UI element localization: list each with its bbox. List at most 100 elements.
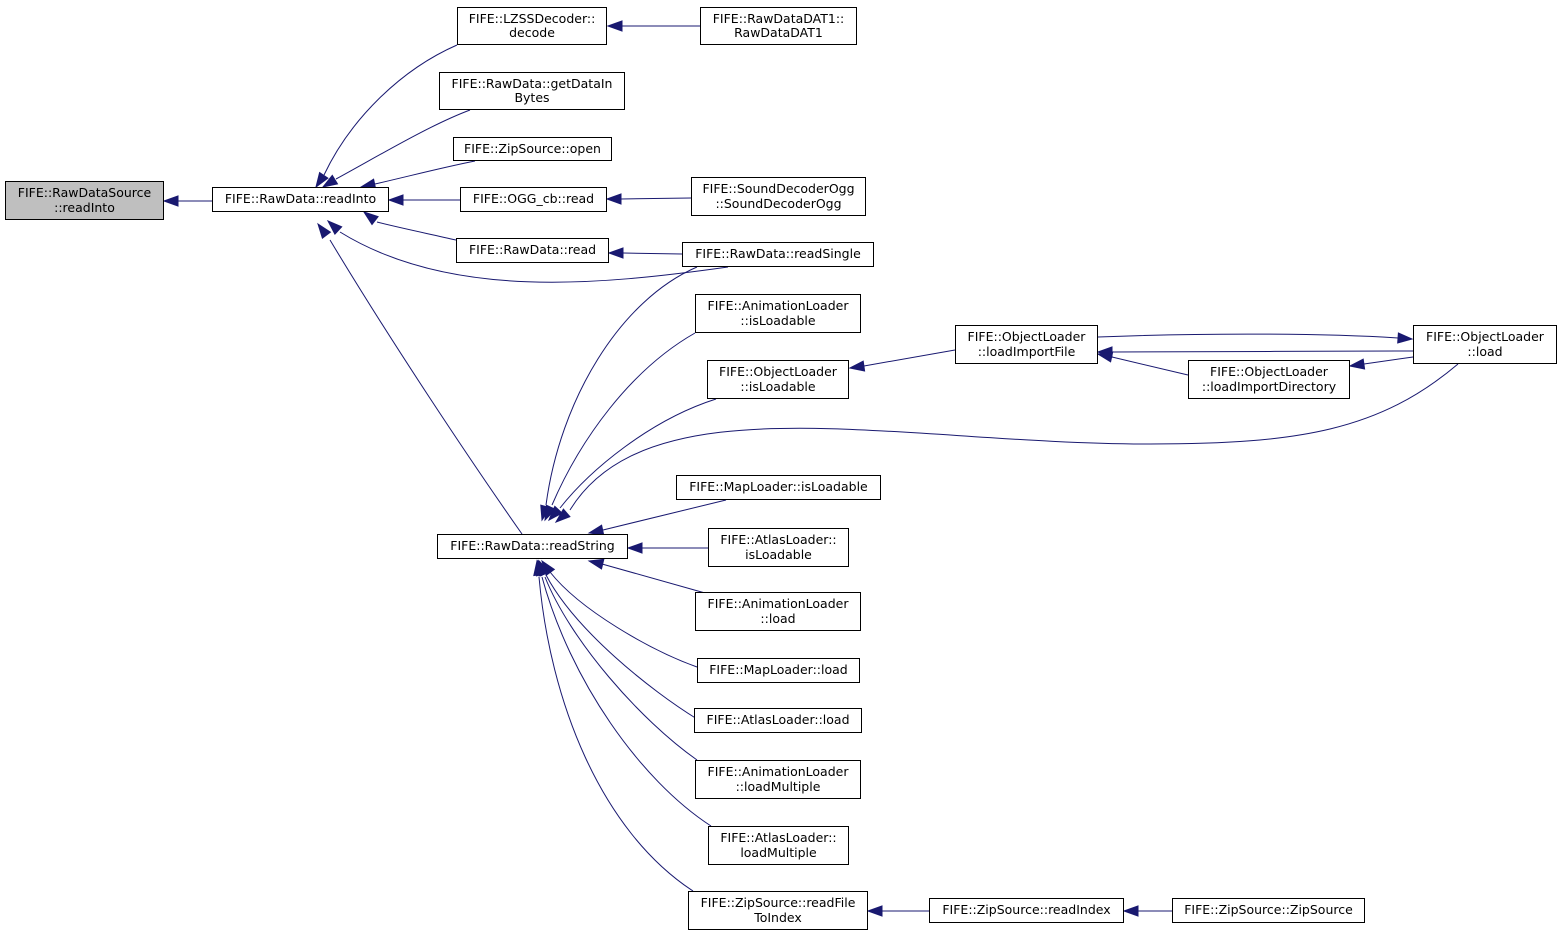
node-anim-load[interactable]: FIFE::AnimationLoader::load — [695, 592, 861, 631]
node-label-line: FIFE::ZipSource::open — [464, 140, 601, 156]
edge-zip_readfile-to-rd_readstring — [538, 576, 694, 892]
node-label-line: FIFE::RawDataSource — [17, 185, 152, 200]
edge-rd_readsingle-to-rd_read — [622, 252, 683, 255]
arrowhead-anim_isloadable-to-rd_readstring — [544, 504, 557, 522]
node-obj-importfile[interactable]: FIFE::ObjectLoader::loadImportFile — [955, 325, 1098, 364]
arrowhead-obj_load-to-obj_importdir — [1348, 358, 1366, 370]
node-label-line: FIFE::ObjectLoader — [967, 329, 1086, 344]
arrowhead-obj_load-to-rd_readstring — [554, 508, 571, 523]
node-label-line: FIFE::OGG_cb::read — [472, 191, 595, 207]
node-zip-ctor[interactable]: FIFE::ZipSource::ZipSource — [1172, 898, 1365, 923]
node-label-line: FIFE::RawData::getDataIn — [451, 75, 613, 91]
node-label-line: FIFE::AtlasLoader::load — [706, 712, 850, 728]
node-label-line: FIFE::ZipSource::ZipSource — [1184, 902, 1353, 918]
node-rd-readinto[interactable]: FIFE::RawData::readInto — [212, 187, 389, 212]
node-label-line: ::isLoadable — [740, 378, 816, 394]
node-label-line: ::loadMultiple — [735, 778, 821, 794]
arrowhead-rd_readinto-to-rds_readinto — [162, 195, 179, 207]
edge-rd_readsingle-to-rd_readstring — [545, 266, 698, 506]
node-rds-readinto[interactable]: FIFE::RawDataSource::readInto — [5, 181, 164, 220]
node-atlas-load[interactable]: FIFE::AtlasLoader::load — [694, 708, 862, 733]
edge-rd_readsingle-to-rd_readinto — [339, 231, 729, 283]
arrowhead-lzss_decode-to-rd_readinto — [315, 171, 329, 189]
edge-obj_importfile-to-obj_load — [1097, 333, 1399, 339]
node-label-line: FIFE::ZipSource::readIndex — [942, 902, 1111, 918]
node-label-line: FIFE::MapLoader::isLoadable — [689, 479, 868, 495]
node-label-line: FIFE::RawData::read — [468, 242, 597, 258]
node-label-line: FIFE::AnimationLoader — [707, 764, 849, 779]
arrowhead-rdd1_ctor-to-lzss_decode — [606, 20, 623, 32]
arrowhead-zip_readfile-to-rd_readstring — [533, 559, 545, 577]
arrowhead-atlas_isloadable-to-rd_readstring — [626, 542, 643, 554]
node-label-line: FIFE::MapLoader::load — [709, 662, 848, 678]
node-rd-readstring[interactable]: FIFE::RawData::readString — [437, 534, 628, 559]
node-label-line: FIFE::SoundDecoderOgg — [702, 181, 855, 196]
node-label-line: ::loadImportDirectory — [1201, 378, 1337, 394]
node-label-line: ::SoundDecoderOgg — [715, 195, 842, 211]
node-rd-read[interactable]: FIFE::RawData::read — [456, 238, 609, 263]
edge-map_isloadable-to-rd_readstring — [602, 499, 727, 531]
edge-obj_isloadable-to-rd_readstring — [559, 398, 717, 509]
node-label-line: FIFE::ZipSource::readFile — [700, 895, 856, 910]
node-label-line: FIFE::ObjectLoader — [719, 364, 837, 379]
node-map-isloadable[interactable]: FIFE::MapLoader::isLoadable — [676, 475, 881, 500]
node-label-line: ::load — [1467, 343, 1503, 359]
node-zip-open[interactable]: FIFE::ZipSource::open — [453, 137, 612, 161]
edge-obj_importdir-to-obj_importfile — [1111, 356, 1189, 376]
node-label-line: decode — [509, 25, 555, 40]
node-anim-loadmultiple[interactable]: FIFE::AnimationLoader::loadMultiple — [695, 760, 861, 799]
arrowhead-rd_readsingle-to-rd_readinto — [326, 219, 343, 235]
edge-obj_importfile-to-obj_isloadable — [863, 349, 956, 367]
node-label-line: RawDataDAT1 — [734, 25, 823, 40]
node-label-line: ::readInto — [54, 199, 115, 215]
node-label-line: FIFE::RawDataDAT1:: — [712, 10, 845, 26]
arrowhead-obj_isloadable-to-rd_readstring — [547, 505, 563, 522]
arrowhead-anim_load-to-rd_readstring — [587, 558, 605, 570]
arrowhead-rd_readsingle-to-rd_read — [607, 247, 624, 259]
arrowhead-obj_importdir-to-obj_importfile — [1096, 351, 1114, 363]
arrowhead-sdo_ctor-to-ogg_read — [605, 193, 622, 205]
arrowhead-obj_importfile-to-obj_isloadable — [848, 360, 866, 372]
edge-rd_readstring-to-rd_readinto — [329, 239, 523, 535]
node-atlas-isloadable[interactable]: FIFE::AtlasLoader::isLoadable — [708, 528, 849, 567]
edge-rd_read-to-rd_readinto — [376, 221, 457, 241]
node-rdd1-ctor[interactable]: FIFE::RawDataDAT1::RawDataDAT1 — [700, 7, 857, 45]
edge-anim_load-to-rd_readstring — [601, 563, 706, 594]
node-label-line: FIFE::RawData::readSingle — [695, 246, 861, 262]
arrowhead-ogg_read-to-rd_readinto — [387, 194, 404, 206]
edge-obj_load-to-obj_importfile — [1111, 350, 1414, 353]
edge-zip_open-to-rd_readinto — [374, 160, 476, 185]
node-label-line: FIFE::AnimationLoader — [707, 298, 849, 313]
edge-rd_getdata-to-rd_readinto — [335, 109, 471, 180]
node-obj-load[interactable]: FIFE::ObjectLoader::load — [1413, 325, 1557, 364]
node-sdo-ctor[interactable]: FIFE::SoundDecoderOgg::SoundDecoderOgg — [691, 177, 866, 216]
node-label-line: FIFE::ObjectLoader — [1210, 364, 1328, 379]
arrowhead-obj_importfile-to-obj_load — [1397, 332, 1414, 344]
node-label-line: isLoadable — [745, 546, 812, 562]
edge-map_load-to-rd_readstring — [549, 571, 698, 668]
node-label-line: FIFE::AnimationLoader — [707, 596, 849, 611]
edge-atlas_loadmultiple-to-rd_readstring — [541, 576, 712, 827]
node-label-line: ::isLoadable — [740, 312, 816, 328]
node-obj-isloadable[interactable]: FIFE::ObjectLoader::isLoadable — [707, 360, 849, 399]
node-label-line: ToIndex — [754, 909, 802, 925]
node-anim-isloadable[interactable]: FIFE::AnimationLoader::isLoadable — [695, 294, 861, 333]
node-label-line: Bytes — [514, 90, 550, 105]
node-label-line: FIFE::LZSSDecoder:: — [468, 10, 596, 26]
node-lzss-decode[interactable]: FIFE::LZSSDecoder::decode — [457, 7, 607, 45]
node-ogg-read[interactable]: FIFE::OGG_cb::read — [460, 187, 607, 212]
node-rd-readsingle[interactable]: FIFE::RawData::readSingle — [682, 242, 874, 267]
arrowhead-rd_read-to-rd_readinto — [362, 211, 379, 226]
node-atlas-loadmultiple[interactable]: FIFE::AtlasLoader::loadMultiple — [708, 826, 849, 865]
node-label-line: FIFE::ObjectLoader — [1426, 329, 1544, 344]
edge-atlas_load-to-rd_readstring — [545, 574, 698, 720]
node-zip-readindex[interactable]: FIFE::ZipSource::readIndex — [929, 898, 1124, 923]
node-label-line: FIFE::RawData::readInto — [224, 191, 377, 207]
node-map-load[interactable]: FIFE::MapLoader::load — [697, 658, 860, 683]
node-label-line: loadMultiple — [740, 844, 817, 860]
arrowhead-zip_readindex-to-zip_readfile — [866, 905, 883, 917]
node-obj-importdir[interactable]: FIFE::ObjectLoader::loadImportDirectory — [1188, 360, 1350, 399]
